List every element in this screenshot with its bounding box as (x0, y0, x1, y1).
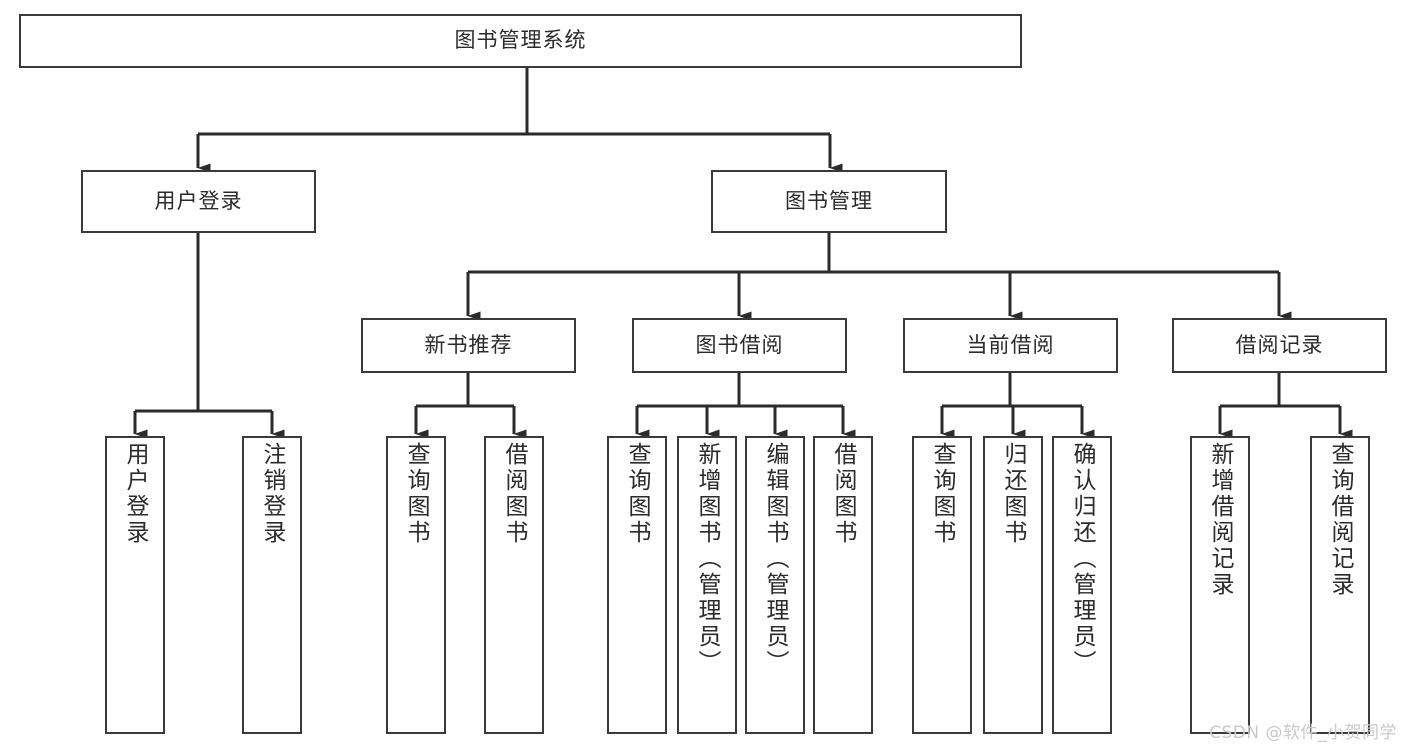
node-new-book-recommend[interactable]: 新书推荐 (361, 318, 576, 373)
node-leaf-borrow-book-2-label: 借阅图书 (830, 442, 857, 546)
node-current-borrow-label: 当前借阅 (966, 332, 1055, 357)
node-leaf-query-book-1-label: 查询图书 (403, 442, 430, 546)
edges-borrowrecord-to-leaves (1218, 373, 1353, 439)
edges-newbook-to-leaves (414, 373, 527, 439)
node-leaf-logout-label: 注销登录 (259, 442, 286, 546)
node-book-borrow[interactable]: 图书借阅 (632, 318, 847, 373)
node-leaf-user-login-label: 用户登录 (122, 442, 149, 546)
node-leaf-query-record-label: 查询借阅记录 (1327, 442, 1354, 598)
node-leaf-borrow-book-1-label: 借阅图书 (501, 442, 528, 546)
edges-currentborrow-to-leaves (940, 373, 1095, 439)
node-leaf-borrow-book-2[interactable]: 借阅图书 (813, 436, 873, 734)
node-borrow-record[interactable]: 借阅记录 (1172, 318, 1387, 373)
node-user-login[interactable]: 用户登录 (81, 170, 316, 233)
node-leaf-query-book-3[interactable]: 查询图书 (912, 436, 972, 734)
node-book-manage[interactable]: 图书管理 (711, 170, 947, 233)
node-leaf-query-book-1[interactable]: 查询图书 (386, 436, 446, 734)
node-new-book-recommend-label: 新书推荐 (424, 332, 513, 357)
node-leaf-add-record-label: 新增借阅记录 (1207, 442, 1234, 598)
node-book-manage-label: 图书管理 (785, 188, 873, 213)
node-leaf-return-book[interactable]: 归还图书 (983, 436, 1043, 734)
node-leaf-add-book-label: 新增图书（管理员） (694, 442, 721, 676)
node-borrow-record-label: 借阅记录 (1235, 332, 1324, 357)
edges-booklogin-to-leaves (133, 233, 285, 439)
node-current-borrow[interactable]: 当前借阅 (903, 318, 1118, 373)
node-leaf-add-record[interactable]: 新增借阅记录 (1190, 436, 1250, 734)
node-user-login-label: 用户登录 (154, 188, 243, 213)
node-leaf-edit-book[interactable]: 编辑图书（管理员） (745, 436, 805, 734)
node-book-borrow-label: 图书借阅 (695, 332, 784, 357)
node-leaf-confirm-return[interactable]: 确认归还（管理员） (1052, 436, 1112, 734)
node-leaf-user-login[interactable]: 用户登录 (105, 436, 165, 734)
node-leaf-return-book-label: 归还图书 (1000, 442, 1027, 546)
node-leaf-query-record[interactable]: 查询借阅记录 (1310, 436, 1370, 734)
node-leaf-add-book[interactable]: 新增图书（管理员） (677, 436, 737, 734)
node-leaf-edit-book-label: 编辑图书（管理员） (762, 442, 789, 676)
edges-bookborrow-to-leaves (635, 373, 856, 439)
edges-bookmanage-to-level3 (466, 233, 1292, 321)
node-leaf-confirm-return-label: 确认归还（管理员） (1069, 442, 1096, 676)
node-root-label: 图书管理系统 (454, 28, 587, 53)
node-leaf-query-book-2[interactable]: 查询图书 (607, 436, 667, 734)
node-leaf-borrow-book-1[interactable]: 借阅图书 (484, 436, 544, 734)
node-root[interactable]: 图书管理系统 (19, 14, 1022, 68)
node-leaf-logout[interactable]: 注销登录 (242, 436, 302, 734)
node-leaf-query-book-2-label: 查询图书 (624, 442, 651, 546)
edges-root-to-level2 (196, 68, 843, 173)
node-leaf-query-book-3-label: 查询图书 (929, 442, 956, 546)
csdn-watermark: CSDN @软件_小贺同学 (1209, 723, 1397, 743)
